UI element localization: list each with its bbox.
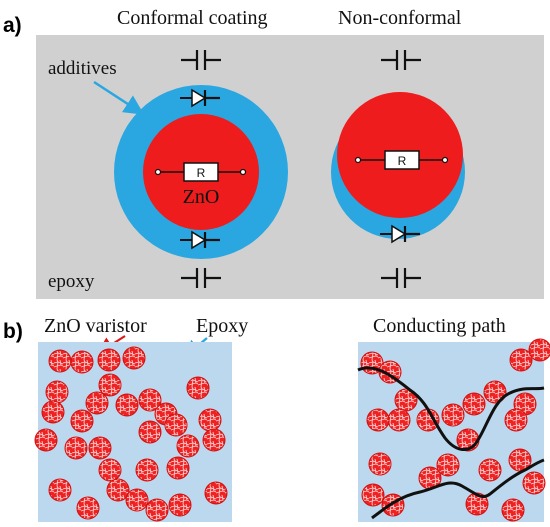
zno-grain (98, 458, 122, 482)
zno-grain (368, 452, 392, 476)
zno-grain (483, 380, 507, 404)
panel-a-label: a) (3, 14, 22, 37)
zno-grain (145, 498, 169, 522)
zno-grain (462, 392, 486, 416)
capacitor-icon (181, 50, 221, 70)
resistor-label: R (197, 166, 206, 180)
zno-label: ZnO (183, 186, 220, 208)
conducting-path-line (371, 458, 545, 520)
zno-grain (204, 481, 228, 505)
zno-grain (441, 403, 465, 427)
resistor-label: R (398, 154, 407, 168)
zno-grain (48, 478, 72, 502)
zno-grain (138, 388, 162, 412)
zno-grain (41, 400, 65, 424)
zno-grain (387, 408, 411, 432)
zno-grain (509, 348, 533, 372)
zno-grain (202, 428, 226, 452)
zno-grain (85, 391, 109, 415)
title-non-conformal: Non-conformal (338, 7, 462, 29)
zno-grains-left (34, 346, 228, 522)
zno-grain (98, 373, 122, 397)
epoxy-label: epoxy (48, 271, 95, 292)
zno-grain (168, 493, 192, 517)
zno-grain (166, 456, 190, 480)
zno-grain (97, 348, 121, 372)
zno-grain (70, 350, 94, 374)
zno-grain (176, 434, 200, 458)
zno-grain (106, 478, 130, 502)
zno-grain (115, 393, 139, 417)
zno-grains-right (360, 338, 550, 522)
zno-grain (70, 409, 94, 433)
diode-icon (180, 88, 220, 108)
zno-grain (76, 496, 100, 520)
conducting-path-line (357, 366, 545, 451)
zno-grain (164, 413, 188, 437)
zno-grain (361, 483, 385, 507)
zno-grain (186, 376, 210, 400)
zno-grain (64, 436, 88, 460)
additives-label: additives (48, 58, 117, 79)
zno-grain (528, 338, 550, 362)
zno-grain (48, 349, 72, 373)
zno-grain (135, 458, 159, 482)
title-conformal: Conformal coating (117, 7, 268, 29)
zno-grain (45, 380, 69, 404)
zno-grain (478, 458, 502, 482)
capacitor-icon (181, 268, 221, 288)
panel-b-label: b) (3, 320, 23, 343)
zno-grain (522, 471, 546, 495)
zno-grain (138, 420, 162, 444)
zno-grain (88, 436, 112, 460)
diode-icon (180, 230, 220, 250)
zno-grain (198, 408, 222, 432)
zno-grain (34, 428, 58, 452)
zno-grain (504, 408, 528, 432)
capacitor-icon (381, 268, 421, 288)
capacitor-icon (381, 50, 421, 70)
resistor-icon (354, 150, 449, 170)
zno-varistor-label: ZnO varistor (44, 315, 147, 337)
epoxy-label-b: Epoxy (196, 315, 248, 337)
conducting-path-label: Conducting path (373, 315, 506, 337)
zno-grain (501, 498, 525, 522)
zno-grain (125, 488, 149, 512)
zno-grain (436, 453, 460, 477)
zno-grain (366, 408, 390, 432)
additives-arrow (93, 80, 145, 115)
resistor-icon (154, 162, 247, 182)
diode-icon (380, 224, 420, 244)
zno-grain (122, 346, 146, 370)
